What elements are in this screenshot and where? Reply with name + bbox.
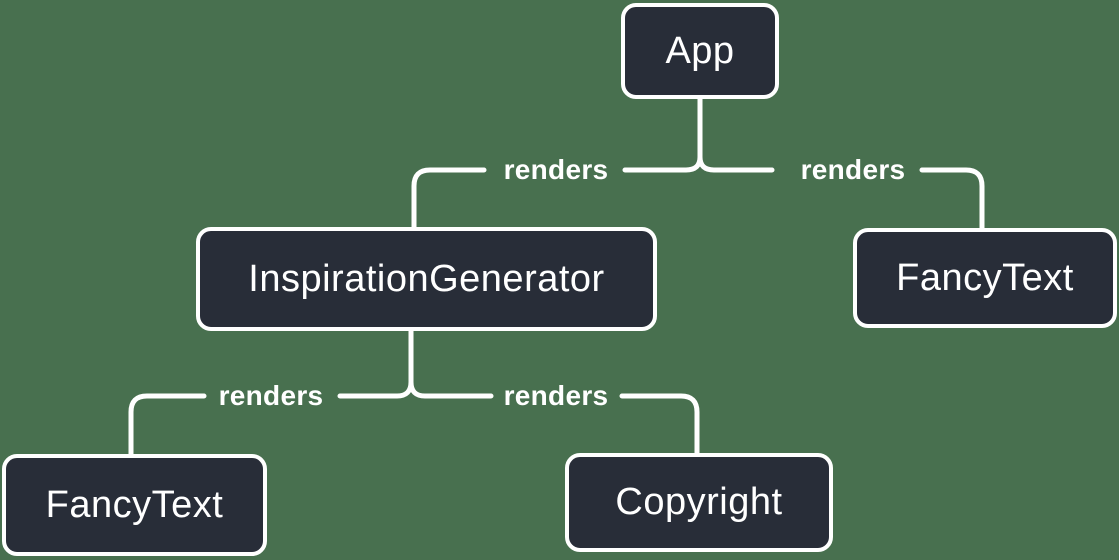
edge-label-inspiration-generator-to-copyright: renders: [503, 380, 609, 411]
edge-ig-to-fancytext-a: [337, 379, 414, 399]
node-fancy-text-bottom: FancyText: [2, 454, 267, 556]
edge-app-to-fancytext-b: [919, 167, 985, 231]
edge-ig-to-copyright-b: [619, 393, 700, 456]
edge-label-inspiration-generator-to-fancy-text: renders: [218, 380, 324, 411]
edge-ig-to-fancytext-b: [128, 393, 207, 457]
edge-label-app-to-inspiration-generator: renders: [503, 154, 609, 185]
node-inspiration-generator: InspirationGenerator: [196, 227, 657, 331]
edge-app-to-ig-b: [411, 167, 487, 230]
node-app: App: [621, 3, 779, 99]
node-copyright: Copyright: [565, 453, 833, 552]
node-fancy-text-top: FancyText: [853, 228, 1117, 328]
edge-ig-to-copyright-a: [408, 379, 494, 399]
edge-app-to-fancytext-a: [697, 154, 775, 173]
edge-app-to-ig-a: [622, 154, 703, 173]
edge-label-app-to-fancy-text: renders: [800, 154, 906, 185]
